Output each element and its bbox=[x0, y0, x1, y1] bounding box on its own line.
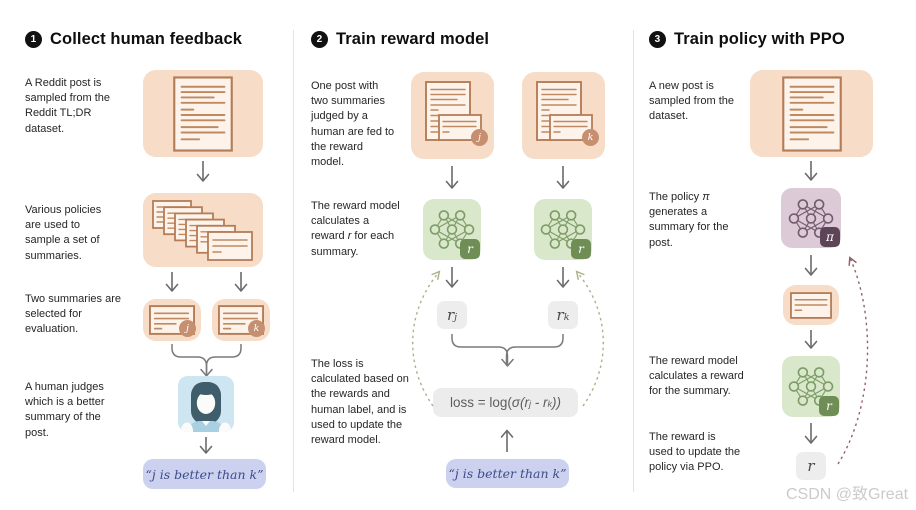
reward-value: r bbox=[796, 452, 826, 480]
summary-k-box: k bbox=[212, 299, 270, 341]
caption-fed: One post with two summaries judged by a … bbox=[311, 80, 395, 168]
summary-stack-icon bbox=[152, 200, 253, 261]
down-arrow-icon bbox=[445, 166, 459, 189]
summary-set-box bbox=[143, 193, 263, 267]
summary-j-badge: j bbox=[179, 320, 196, 337]
document-icon bbox=[173, 75, 233, 152]
reward-badge: r bbox=[819, 396, 839, 416]
caption-new-post: A new post is sampled from the dataset. bbox=[649, 80, 734, 123]
watermark: CSDN @致Great bbox=[786, 486, 909, 503]
summary-j-badge: j bbox=[471, 129, 488, 146]
reward-model-box: r bbox=[782, 356, 840, 417]
caption-policy: The policy π generates a summary for the… bbox=[649, 191, 729, 249]
person-icon bbox=[178, 376, 234, 432]
column-divider bbox=[633, 30, 634, 492]
caption-ppo-update: The reward is used to update the policy … bbox=[649, 431, 741, 474]
step1-header: 1 Collect human feedback bbox=[25, 30, 242, 49]
step2-number-icon: 2 bbox=[311, 31, 328, 48]
down-arrow-icon bbox=[804, 161, 818, 181]
up-arrow-icon bbox=[500, 429, 514, 452]
reddit-post-box bbox=[143, 70, 263, 157]
caption-loss: The loss is calculated based on the rewa… bbox=[311, 358, 409, 446]
post-with-summary-j-box: j bbox=[411, 72, 494, 159]
summary-j-box: j bbox=[143, 299, 201, 341]
down-arrow-icon bbox=[445, 267, 459, 288]
policy-model-box: π bbox=[781, 188, 841, 248]
step2-title: Train reward model bbox=[336, 30, 490, 48]
step2-header: 2 Train reward model bbox=[311, 30, 489, 49]
caption-reward-model: The reward model calculates a reward r f… bbox=[311, 200, 400, 258]
column-divider bbox=[293, 30, 294, 492]
step3-number-icon: 3 bbox=[649, 31, 666, 48]
policy-badge: π bbox=[820, 227, 840, 247]
reward-model-j-box: r bbox=[423, 199, 481, 260]
down-arrow-icon bbox=[804, 255, 818, 276]
neural-network-icon bbox=[788, 198, 834, 238]
summary-k-badge: k bbox=[248, 320, 265, 337]
neural-network-icon bbox=[788, 367, 834, 406]
ppo-feedback-arrow bbox=[837, 256, 869, 465]
step1-number-icon: 1 bbox=[25, 31, 42, 48]
down-arrow-icon bbox=[234, 272, 248, 292]
loss-feedback-arrows bbox=[412, 270, 604, 407]
down-arrow-icon bbox=[196, 161, 210, 182]
new-post-box bbox=[750, 70, 873, 157]
summary-card-icon bbox=[790, 291, 832, 319]
reward-model-k-box: r bbox=[534, 199, 592, 260]
generated-summary-box bbox=[783, 285, 839, 325]
caption-reward-calc: The reward model calculates a reward for… bbox=[649, 355, 744, 398]
post-with-summary-k-box: k bbox=[522, 72, 605, 159]
caption-selected: Two summaries are selected for evaluatio… bbox=[25, 293, 121, 336]
document-icon bbox=[781, 75, 842, 152]
down-arrow-icon bbox=[556, 166, 570, 189]
step3-header: 3 Train policy with PPO bbox=[649, 30, 845, 49]
step1-title: Collect human feedback bbox=[50, 30, 242, 48]
neural-network-icon bbox=[540, 210, 586, 249]
caption-reddit-post: A Reddit post is sampled from the Reddit… bbox=[25, 77, 110, 135]
reward-badge: r bbox=[571, 239, 591, 259]
down-arrow-icon bbox=[804, 330, 818, 349]
down-arrow-icon bbox=[199, 437, 213, 454]
caption-judge: A human judges which is a better summary… bbox=[25, 381, 105, 439]
summary-k-badge: k bbox=[582, 129, 599, 146]
down-arrow-icon bbox=[804, 423, 818, 444]
down-arrow-icon bbox=[165, 272, 179, 292]
down-arrow-icon bbox=[556, 267, 570, 288]
merge-connector bbox=[451, 334, 564, 367]
human-verdict-label: “j is better than k” bbox=[143, 459, 266, 489]
human-judge-avatar bbox=[178, 376, 234, 432]
reward-badge: r bbox=[460, 239, 480, 259]
human-label: “j is better than k” bbox=[446, 459, 569, 488]
caption-policies: Various policies are used to sample a se… bbox=[25, 204, 102, 262]
step3-title: Train policy with PPO bbox=[674, 30, 845, 48]
